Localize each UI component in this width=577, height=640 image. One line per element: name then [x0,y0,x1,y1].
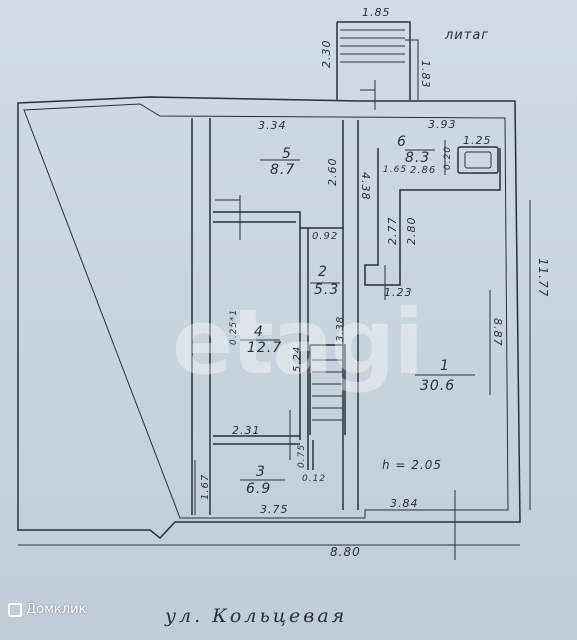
dim-384: 3.84 [390,497,419,510]
dim-167: 1.67 [200,473,211,500]
room-3-area: 6.9 [246,481,272,497]
dim-020: 0.20 [443,145,453,170]
dim-025: 0.25*1 [229,308,239,345]
dim-277: 2.77 [386,216,399,246]
room-1-area: 30.6 [420,378,456,394]
dim-185: 1.85 [362,6,391,19]
dim-393: 3.93 [428,118,457,131]
stair-inner [309,344,346,435]
dim-438: 4.38 [359,172,372,201]
sink-fixture [457,146,499,174]
left-wall [191,118,211,515]
street-label: ул. Кольцевая [165,605,348,627]
dim-280: 2.80 [405,216,418,246]
stair-top [336,21,411,100]
room6-outline [364,148,501,286]
dim-338: 3.38 [335,315,346,342]
room3-right [307,440,314,470]
stair-top-right [405,39,419,100]
room-4-number: 4 [254,324,264,340]
dim-183: 1.83 [419,60,432,89]
dim-230: 2.30 [320,39,333,69]
dim-125: 1.25 [463,134,492,147]
dim-887: 8.87 [491,318,504,347]
room-3-number: 3 [256,464,266,480]
room-4-area: 12.7 [247,340,283,356]
dim-334: 3.34 [258,119,287,132]
top-annotation: литаг [445,28,490,43]
room-5-area: 8.7 [270,162,296,178]
middle-wall [342,120,359,510]
dim-123: 1.23 [384,286,413,299]
stair-top-steps [340,29,405,63]
room-2-area: 5.3 [314,282,340,298]
ceiling-height: h = 2.05 [382,458,443,472]
dim-286: 2.86 [410,165,437,176]
house-icon [8,602,22,617]
dim-165: 1.65 [383,165,408,175]
dim-375: 3.75 [260,503,289,516]
dim-260: 2.60 [326,157,339,187]
dim-075: 0.75 [297,443,307,468]
room4-right [299,228,309,440]
room5-bottom [213,211,343,229]
dim-lines [194,80,456,560]
dim-524: 5.24 [292,345,303,372]
room-6-area: 8.3 [405,150,431,166]
area-underline [240,149,475,481]
room-1-number: 1 [440,358,450,374]
room-5-number: 5 [282,146,292,162]
stair-inner-steps [312,359,343,421]
etagi-watermark: etagi [172,290,424,395]
dim-880: 8.80 [330,545,361,559]
domclick-brand: Домклик [8,602,86,617]
dim-231: 2.31 [232,424,261,437]
room-6-number: 6 [397,134,407,150]
dim-012: 0.12 [302,474,327,484]
room-2-number: 2 [318,264,328,280]
brand-name: Домклик [26,602,87,617]
dim-1177: 11.77 [536,258,550,298]
outer-wall [17,96,521,540]
room4-bottom [213,435,300,445]
outer-wall-inner [23,103,509,519]
dim-092: 0.92 [312,231,339,242]
